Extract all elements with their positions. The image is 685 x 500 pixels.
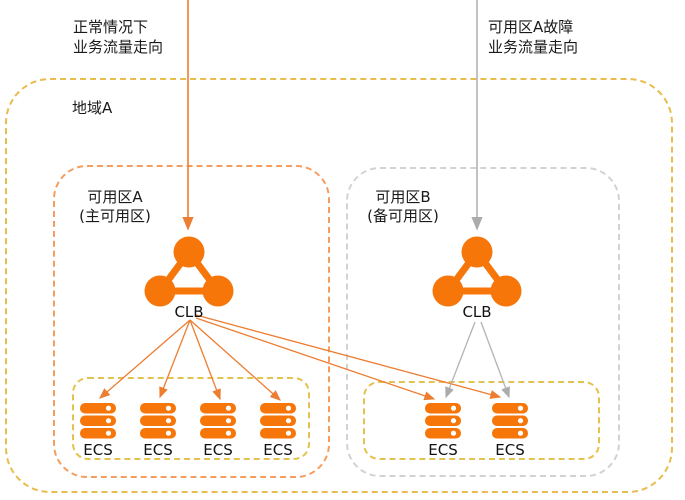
ecs-server-icon <box>492 403 528 439</box>
ecs-node: ECS <box>413 403 473 459</box>
zone-a-name: 可用区A <box>87 188 143 206</box>
zone-a-subtitle: (主可用区) <box>79 207 151 225</box>
ecs-label: ECS <box>143 441 173 459</box>
normal-traffic-line2: 业务流量走向 <box>73 38 164 56</box>
failover-traffic-annotation: 可用区A故障 业务流量走向 <box>488 17 578 57</box>
zone-b-title: 可用区B (备可用区) <box>343 188 463 226</box>
ecs-label: ECS <box>495 441 525 459</box>
failover-traffic-line1: 可用区A故障 <box>488 18 574 36</box>
clb-load-balancer-icon <box>432 236 522 307</box>
region-label: 地域A <box>72 99 113 117</box>
ecs-node: ECS <box>188 403 248 459</box>
normal-traffic-line1: 正常情况下 <box>73 18 149 36</box>
ecs-server-icon <box>80 403 116 439</box>
ecs-node: ECS <box>248 403 308 459</box>
normal-traffic-annotation: 正常情况下 业务流量走向 <box>73 17 163 57</box>
ecs-label: ECS <box>83 441 113 459</box>
ecs-node: ECS <box>68 403 128 459</box>
ecs-server-icon <box>425 403 461 439</box>
clb-load-balancer-icon <box>144 236 234 307</box>
ecs-label: ECS <box>428 441 458 459</box>
failover-traffic-line2: 业务流量走向 <box>488 38 579 56</box>
region-box <box>5 78 673 493</box>
ecs-server-icon <box>140 403 176 439</box>
ecs-label: ECS <box>263 441 293 459</box>
zone-b-subtitle: (备可用区) <box>367 207 439 225</box>
zone-a-title: 可用区A (主可用区) <box>55 188 175 226</box>
ecs-server-icon <box>260 403 296 439</box>
ecs-node: ECS <box>128 403 188 459</box>
zone-b-name: 可用区B <box>375 188 431 206</box>
clb-a-label: CLB <box>174 303 204 321</box>
ecs-server-icon <box>200 403 236 439</box>
ecs-node: ECS <box>480 403 540 459</box>
clb-b-label: CLB <box>462 303 492 321</box>
ecs-label: ECS <box>203 441 233 459</box>
